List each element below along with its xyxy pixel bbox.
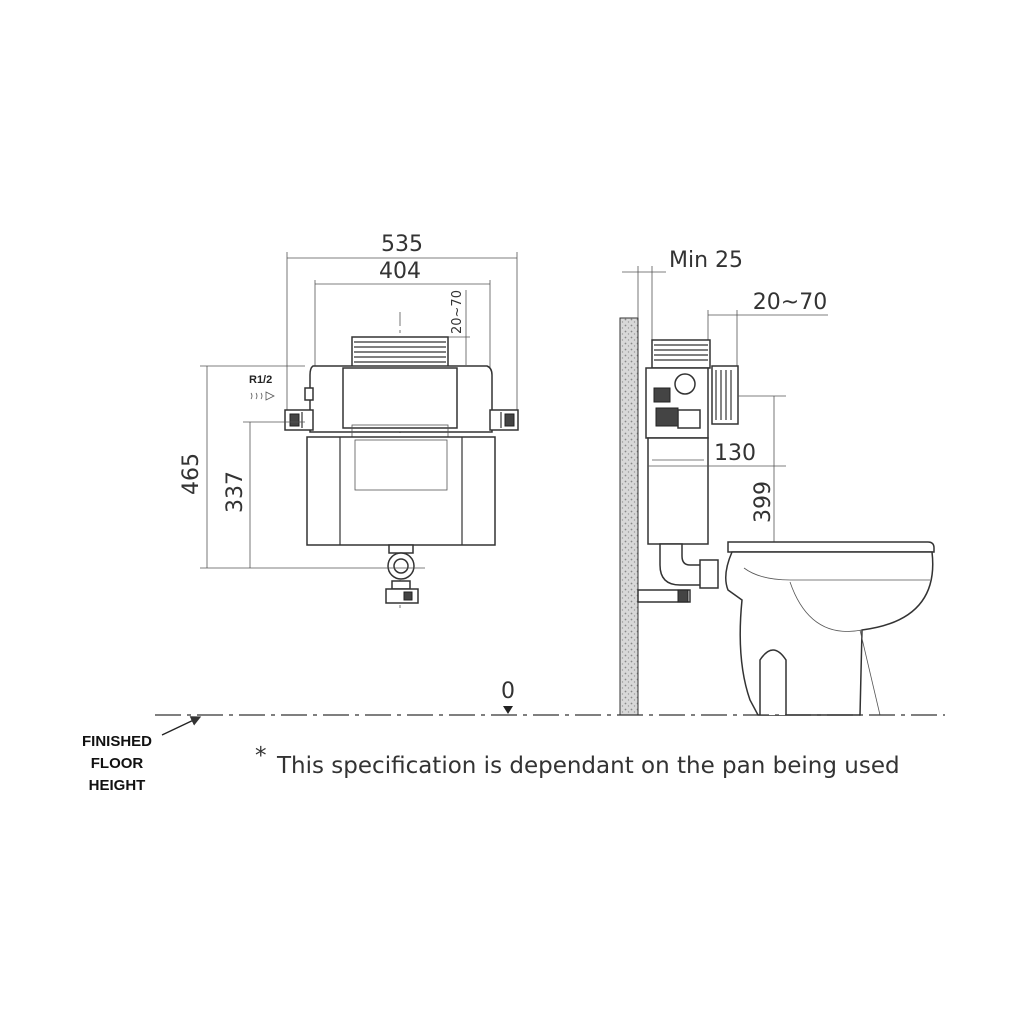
side-top-cover [651,339,711,369]
flush-plate-ribs [715,370,732,420]
left-bracket [284,409,314,431]
inlet-stub [304,387,314,401]
footnote-text: This specification is dependant on the p… [276,753,900,779]
dim-404-label: 404 [379,259,421,284]
pan-connector [699,559,719,589]
floor-label-line2: FLOOR [91,755,144,772]
dim-465-label: 465 [179,453,204,495]
toilet-pan [725,541,935,716]
tank-body [306,436,496,546]
side-valve-port [674,373,696,395]
footnote-asterisk: * [255,743,267,769]
wall [619,317,639,716]
floor-pointer-arrow-icon [161,716,202,736]
side-bracket [637,589,691,603]
floor-label-line1: FINISHED [82,733,152,750]
dim-535-label: 535 [381,232,423,257]
front-view: 535 404 20~70 [179,232,519,610]
flush-outlet [385,544,419,604]
zero-mark-label: 0 [501,679,515,704]
top-cover-ribs [354,341,446,363]
dim-adjust-top-label: 20~70 [450,290,465,334]
water-inlet-icon [250,391,275,401]
side-valve-block [653,387,671,403]
right-bracket [489,409,519,431]
side-valve-body [655,407,679,427]
footnote: * This specification is dependant on the… [255,743,900,779]
dim-130-label: 130 [714,441,756,466]
tank-panel [354,439,448,491]
inlet-thread-label: R1/2 [249,374,272,386]
floor: 0 FINISHED FLOOR HEIGHT [82,679,945,794]
dim-adjust-side-label: 20~70 [753,290,827,315]
side-tank [647,437,709,545]
dim-min25-label: Min 25 [669,248,743,273]
inspection-plate [342,367,458,429]
dim-337-label: 337 [223,471,248,513]
side-view: Min 25 20~70 [619,248,935,716]
floor-label-line3: HEIGHT [89,777,146,794]
zero-mark-arrow-icon [503,706,513,714]
dim-399-label: 399 [751,481,776,523]
side-top-ribs [654,344,708,361]
side-valve-cap [677,409,701,429]
